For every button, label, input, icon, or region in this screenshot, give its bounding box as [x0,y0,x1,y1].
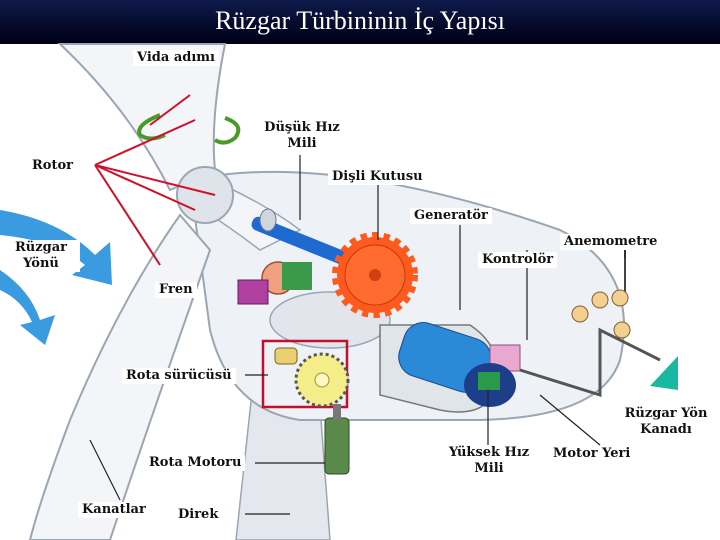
title-bar [0,0,720,44]
label-motor-yeri: Motor Yeri [549,446,635,462]
callout-lines [94,94,216,266]
label-dusuk-hiz-mili-line2: Mili [287,136,317,151]
label-ruzgar-yonu-line1: Rüzgar [15,240,67,255]
leader-lines [89,155,626,515]
yaw-motor [324,404,350,475]
label-direk: Direk [174,507,223,523]
label-ruzgar-yonu: Rüzgar Yönü [2,240,80,272]
label-disli-kutusu: Dişli Kutusu [328,169,427,185]
brake-disc [237,261,312,305]
label-dusuk-hiz-mili-line1: Düşük Hız [264,120,340,135]
rotor-hub [176,166,234,224]
label-ruzgar-yonu-line2: Yönü [23,256,59,271]
label-yuksek-hiz-mili-line1: Yüksek Hız [448,445,530,460]
label-rotor: Rotor [28,158,77,174]
label-fren: Fren [155,282,197,298]
label-yuksek-hiz-mili-line2: Mili [474,461,504,476]
label-ruzgar-yon-kanadi-line2: Kanadı [640,422,692,437]
label-rota-surucusu: Rota sürücüsü [122,368,236,384]
gearbox-gear [332,232,418,318]
right-margin [678,44,720,540]
label-generator: Generatör [410,208,492,224]
wind-direction-arrows [0,210,112,345]
label-anemometre: Anemometre [560,234,662,250]
anemometer [519,250,661,398]
label-vida-adimi: Vida adımı [133,50,219,66]
label-kontrolor: Kontrolör [478,252,558,268]
label-yuksek-hiz-mili: Yüksek Hız Mili [432,445,546,477]
generator [379,322,521,413]
label-rota-motoru: Rota Motoru [145,455,246,471]
page-title: Rüzgar Türbininin İç Yapısı [215,6,505,35]
label-dusuk-hiz-mili: Düşük Hız Mili [250,120,354,152]
wind-vane-fin [650,356,678,390]
label-ruzgar-yon-kanadi: Rüzgar Yön Kanadı [610,406,720,438]
yaw-drive [261,339,350,409]
label-ruzgar-yon-kanadi-line1: Rüzgar Yön [624,406,708,421]
label-kanatlar: Kanatlar [78,502,150,518]
